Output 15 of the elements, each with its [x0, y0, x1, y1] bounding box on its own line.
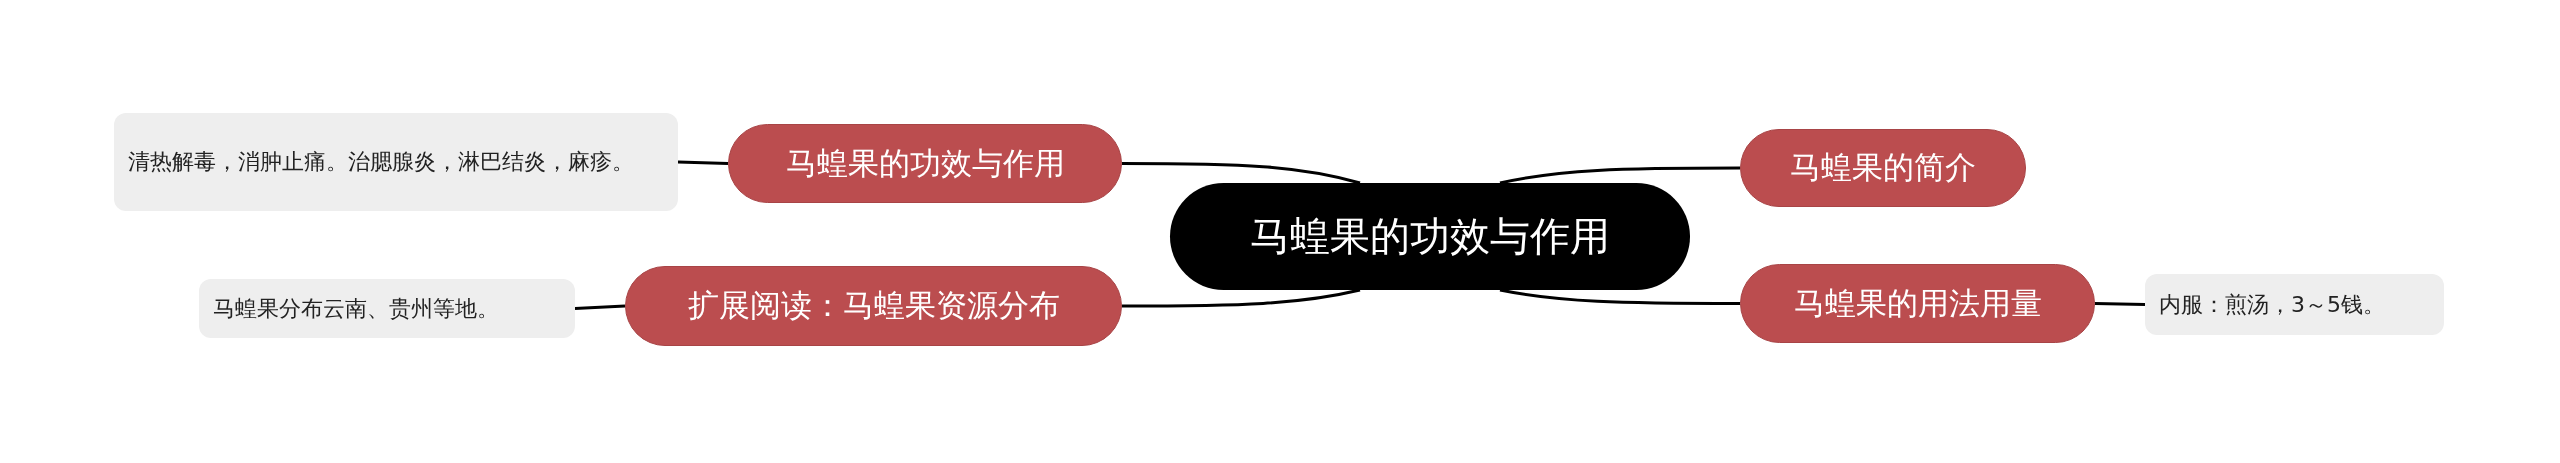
topic-pill: 马蝗果的用法用量 — [1740, 264, 2095, 343]
topic-pill: 马蝗果的功效与作用 — [728, 124, 1122, 203]
connector-line — [574, 304, 626, 310]
connector-line — [1499, 288, 1740, 305]
central-topic: 马蝗果的功效与作用 — [1170, 183, 1690, 290]
topic-pill: 扩展阅读：马蝗果资源分布 — [625, 266, 1122, 346]
connector-line — [677, 160, 729, 165]
note-box: 清热解毒，消肿止痛。治腮腺炎，淋巴结炎，麻疹。 — [114, 113, 678, 211]
topic-pill: 马蝗果的简介 — [1740, 129, 2026, 207]
connector-line — [1499, 166, 1740, 185]
connector-line — [1122, 288, 1361, 308]
note-box: 马蝗果分布云南、贵州等地。 — [199, 279, 575, 338]
connector-line — [2094, 302, 2146, 306]
connector-line — [1122, 162, 1361, 185]
note-box: 内服：煎汤，3～5钱。 — [2145, 274, 2444, 335]
